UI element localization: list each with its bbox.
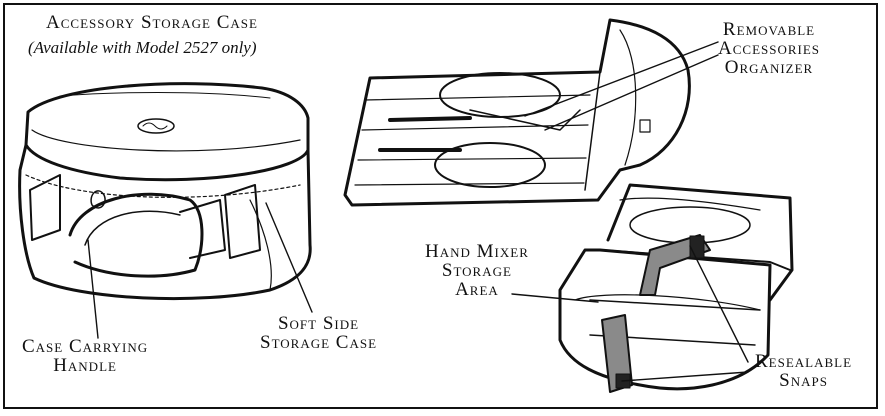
label-line: Resealable [755,351,853,372]
leader-lines [87,41,749,382]
label-line: Area [455,279,499,300]
accessories-organizer [343,18,691,207]
label-line: Hand Mixer [425,241,529,262]
label-resealable-snaps: Resealable Snaps [755,352,852,390]
diagram-subtitle: (Available with Model 2527 only) [28,38,257,57]
label-line: Case Carrying [22,336,149,357]
diagram-title: Accessory Storage Case [46,12,258,33]
label-line: Handle [53,355,117,376]
label-line: Storage [441,260,512,281]
label-line: Storage Case [260,332,378,353]
closed-storage-case [18,82,312,301]
label-soft-side-case: Soft Side Storage Case [260,314,377,352]
label-line: Organizer [724,57,814,78]
label-carrying-handle: Case Carrying Handle [22,337,148,375]
label-removable-organizer: Removable Accessories Organizer [718,20,820,77]
label-line: Removable [722,19,816,40]
label-line: Snaps [779,370,828,391]
label-line: Accessories [718,38,821,59]
label-line: Soft Side [277,313,360,334]
label-hand-mixer-area: Hand Mixer Storage Area [425,242,529,299]
